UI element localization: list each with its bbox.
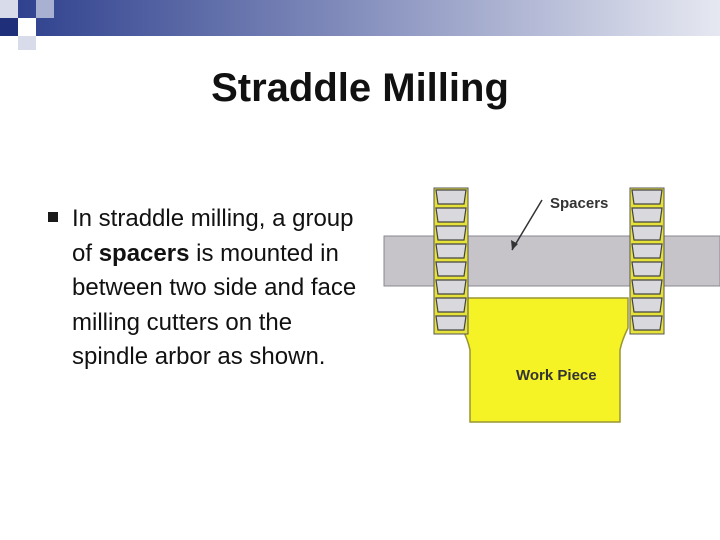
- left-cutter-stack: [433, 187, 469, 335]
- top-decorative-band: [0, 0, 720, 36]
- right-cutter-stack: [629, 187, 665, 335]
- slide-title: Straddle Milling: [211, 66, 509, 110]
- corner-squares-decoration: [0, 0, 60, 50]
- bullet-text-post: is mounted in between two side and face …: [72, 239, 357, 371]
- workpiece-label: Work Piece: [516, 367, 597, 384]
- bullet-text-pre: In straddle milling, a group of: [72, 205, 354, 267]
- bullet-square-icon: [48, 212, 58, 222]
- spacers-label: Spacers: [550, 195, 608, 212]
- spacers-leader-arrowhead: [511, 240, 518, 250]
- bullet-text-bold: spacers: [98, 239, 190, 267]
- straddle-milling-figure: Spacers Work Piece: [383, 187, 720, 423]
- bullet-text: In straddle milling, a group of spacers …: [72, 202, 362, 375]
- spacers-leader-line: [511, 199, 543, 251]
- workpiece-shape: [455, 297, 629, 423]
